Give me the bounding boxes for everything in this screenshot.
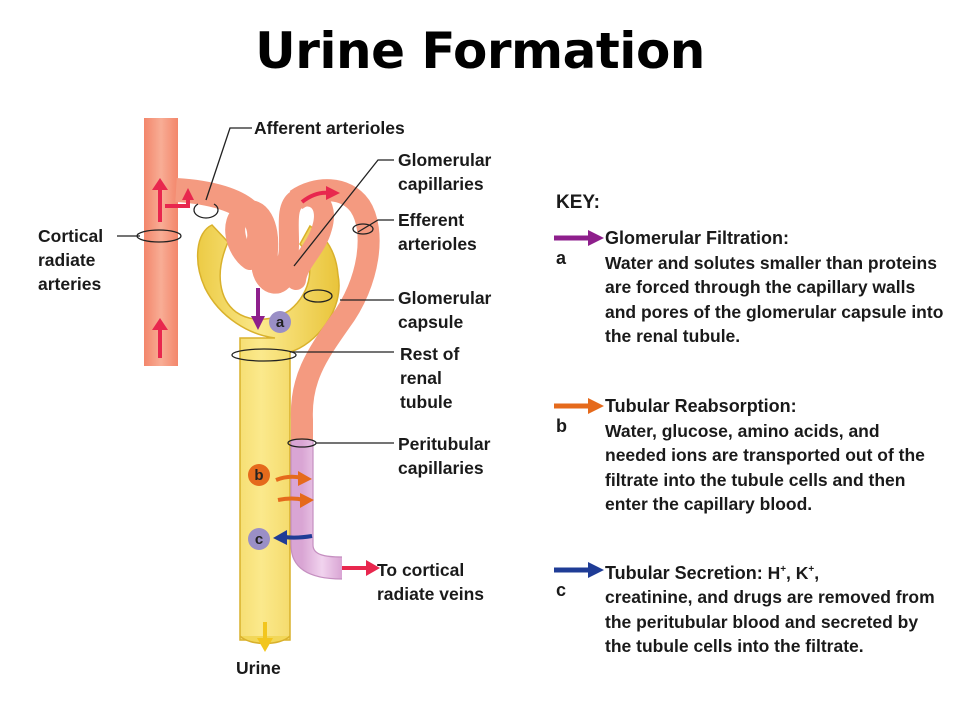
label-cortical-radiate-veins: To cortical radiate veins — [377, 560, 484, 604]
key-letter-b: b — [556, 416, 567, 436]
svg-text:c: c — [255, 531, 263, 548]
label-cortical-radiate-arteries: Cortical radiate arteries — [38, 226, 104, 294]
key-entry-filtration: a Glomerular Filtration: Water and solut… — [554, 226, 950, 376]
key-heading-filtration: Glomerular Filtration: — [605, 228, 790, 248]
label-rest-of-renal-tubule: Rest of renal tubule — [400, 344, 460, 412]
key-heading-secretion: Tubular Secretion: — [605, 562, 763, 583]
key-body-secretion: creatinine, and drugs are removed from t… — [605, 587, 935, 657]
label-glomerular-capillaries: Glomerular capillaries — [398, 150, 492, 194]
key-letter-c: c — [556, 580, 567, 600]
peritubular-capillaries — [291, 440, 343, 579]
glomerular-capillaries — [225, 186, 334, 290]
label-peritubular-capillaries: Peritubular capillaries — [398, 434, 491, 478]
key-title: KEY: — [556, 192, 600, 213]
marker-a: a — [269, 311, 291, 333]
key-body-filtration: Water and solutes smaller than proteins … — [605, 252, 944, 347]
key-letter-a: a — [556, 248, 567, 268]
label-efferent-arterioles: Efferent arterioles — [398, 210, 477, 254]
secretion-key-arrow — [554, 562, 604, 578]
page-title: Urine Formation — [255, 22, 705, 80]
key-heading-reabsorption: Tubular Reabsorption: — [605, 396, 797, 416]
key-ions: H+, K+, — [767, 562, 820, 583]
label-urine: Urine — [236, 658, 281, 678]
key-entry-reabsorption: b Tubular Reabsorption: Water, glucose, … — [554, 394, 950, 544]
label-afferent-arterioles: Afferent arterioles — [254, 118, 405, 138]
label-glomerular-capsule: Glomerular capsule — [398, 288, 492, 332]
efferent-arteriole — [289, 179, 380, 440]
reabsorption-key-arrow — [554, 398, 604, 414]
marker-c: c — [248, 528, 270, 550]
key-body-reabsorption: Water, glucose, amino acids, and needed … — [605, 420, 925, 515]
glomerular-capsule — [196, 224, 340, 641]
filtration-key-arrow — [554, 230, 604, 246]
svg-text:a: a — [276, 314, 285, 331]
leader-lines — [117, 127, 394, 448]
key-entry-secretion: c Tubular Secretion: H+, K+, creatinine,… — [554, 558, 950, 708]
marker-b: b — [248, 464, 270, 486]
svg-text:b: b — [254, 467, 263, 484]
